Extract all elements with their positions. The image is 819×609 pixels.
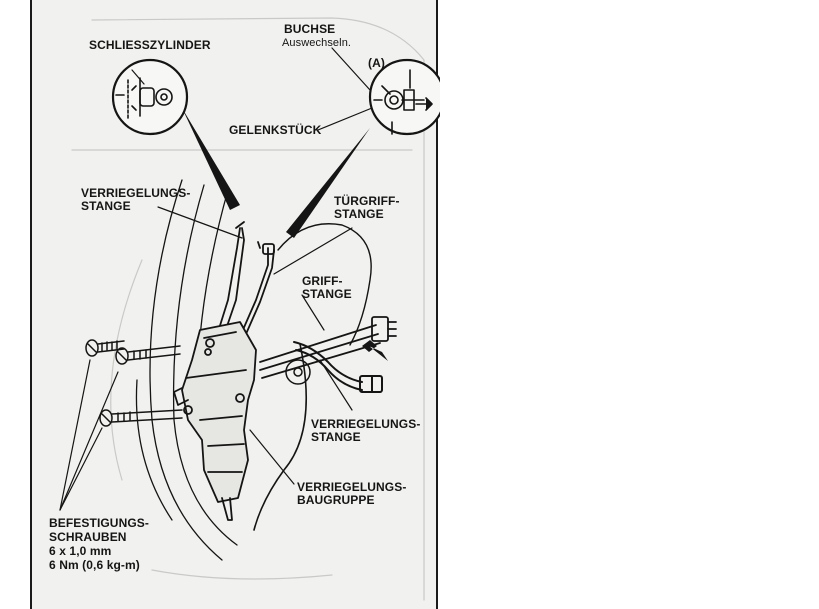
- handle-rod: [241, 241, 275, 335]
- callout-wedge-left: [182, 108, 240, 210]
- mounting-screw-2: [115, 345, 181, 365]
- door-handle-outline: [277, 223, 372, 346]
- locking-rod-lower: [253, 343, 308, 531]
- mounting-screw-1: [85, 339, 125, 357]
- label-verriegelungsstange-top: VERRIEGELUNGS-: [81, 186, 191, 200]
- callout-wedge-right: [286, 128, 370, 238]
- detail-circle-bushing: [368, 58, 440, 136]
- leader-lines: [59, 47, 373, 511]
- label-befestigungsschrauben: BEFESTIGUNGS-: [49, 516, 149, 530]
- lock-cylinder-detail: [115, 77, 173, 119]
- detail-circle-lock-cylinder: [111, 58, 189, 136]
- label-schrauben-size: 6 x 1,0 mm: [49, 544, 112, 558]
- locking-rod: [217, 221, 245, 336]
- lock-assembly: [173, 321, 257, 521]
- label-tuergriffstange: TÜRGRIFF-: [334, 194, 400, 208]
- label-buchse-sub: Auswechseln.: [282, 37, 352, 49]
- label-schrauben-torque: 6 Nm (0,6 kg-m): [49, 558, 140, 572]
- manual-page: SCHLIESSZYLINDER BUCHSE Auswechseln. (A)…: [30, 0, 440, 609]
- label-verriegelungsstange-lower: VERRIEGELUNGS-: [311, 417, 421, 431]
- label-verriegelungsbaugruppe: VERRIEGELUNGS-: [297, 480, 407, 494]
- rod-clip: [285, 359, 311, 385]
- background-door-outline: [71, 17, 425, 601]
- wiring-harness: [293, 341, 383, 393]
- label-griffstange-2: STANGE: [302, 287, 352, 301]
- door-lock-illustration: [59, 17, 440, 601]
- removal-arrow: [362, 340, 388, 361]
- bushing-detail: [373, 69, 433, 135]
- label-schliesszylinder: SCHLIESSZYLINDER: [89, 38, 211, 52]
- label-detail-a: (A): [368, 56, 385, 70]
- grip-rod: [259, 316, 397, 379]
- label-verriegelungsstange-lower-2: STANGE: [311, 430, 361, 444]
- label-befestigungsschrauben-2: SCHRAUBEN: [49, 530, 127, 544]
- mounting-screw-3: [99, 409, 183, 427]
- label-verriegelungsbaugruppe-2: BAUGRUPPE: [297, 493, 375, 507]
- label-buchse: BUCHSE: [284, 22, 336, 36]
- label-tuergriffstange-2: STANGE: [334, 207, 384, 221]
- label-griffstange: GRIFF-: [302, 274, 343, 288]
- label-verriegelungsstange-top-2: STANGE: [81, 199, 131, 213]
- label-gelenkstueck: GELENKSTÜCK: [229, 123, 322, 137]
